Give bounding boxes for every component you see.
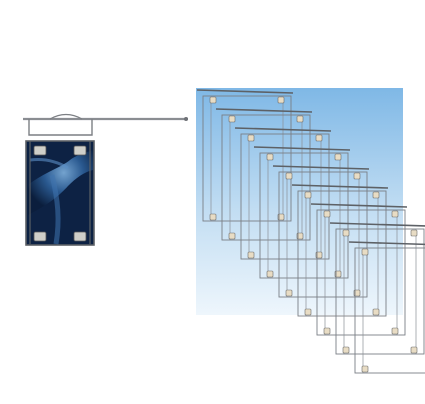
blue-backdrop [196, 88, 403, 315]
hanger-clip [247, 251, 255, 259]
hanger-clip [277, 213, 285, 221]
wire-hanger-1 [196, 89, 294, 222]
hanger-clip [391, 210, 399, 218]
hanger-clip [296, 232, 304, 240]
wire-hanger-9 [348, 241, 425, 374]
hanger-frames [196, 89, 425, 374]
single-xray-hanger [23, 113, 188, 246]
xray-humerus-image [49, 174, 61, 245]
hanger-clip [323, 327, 331, 335]
bottom-right-clip [73, 231, 87, 242]
hanger-clip [209, 213, 217, 221]
hanger-clip [277, 96, 285, 104]
wire-hanger-6 [291, 184, 389, 317]
hanger-clip [247, 134, 255, 142]
hanger-clip [361, 365, 369, 373]
xray-shoulder-image [28, 150, 93, 215]
hanger-clip [391, 327, 399, 335]
hanger-clip [342, 346, 350, 354]
hanger-clip [410, 346, 418, 354]
hanger-hook [49, 113, 83, 120]
hanger-clip [372, 191, 380, 199]
rail-end-cap [184, 117, 188, 121]
bottom-left-clip [33, 231, 47, 242]
hanger-clip [285, 289, 293, 297]
hanger-clip [315, 251, 323, 259]
hanger-clip [266, 270, 274, 278]
xray-clavicle-image [29, 158, 69, 170]
wire-hanger-4 [253, 146, 351, 279]
hanger-clip [285, 172, 293, 180]
hanger-clip [361, 248, 369, 256]
hanger-clip [342, 229, 350, 237]
hanger-clip [228, 115, 236, 123]
hanger-clip [296, 115, 304, 123]
wire-hanger-2 [215, 108, 313, 241]
hanger-clip [304, 308, 312, 316]
wire-hanger-3 [234, 127, 332, 260]
hanger-clip [334, 153, 342, 161]
hanger-clip [353, 289, 361, 297]
wire-hanger-5 [272, 165, 370, 298]
multi-hanger-display [196, 88, 425, 374]
hanger-clip [323, 210, 331, 218]
hanger-clip [334, 270, 342, 278]
hanger-clip [410, 229, 418, 237]
hanger-wire-frame [28, 119, 93, 136]
hanger-clip [372, 308, 380, 316]
wire-hanger-8 [329, 222, 425, 355]
hanger-clip [266, 153, 274, 161]
top-right-clip [73, 145, 87, 156]
hanger-clip [315, 134, 323, 142]
hanger-clip [209, 96, 217, 104]
hanger-clip [353, 172, 361, 180]
wire-hanger-7 [310, 203, 408, 336]
hanger-clip [228, 232, 236, 240]
top-left-clip [33, 145, 47, 156]
hanger-clip [304, 191, 312, 199]
